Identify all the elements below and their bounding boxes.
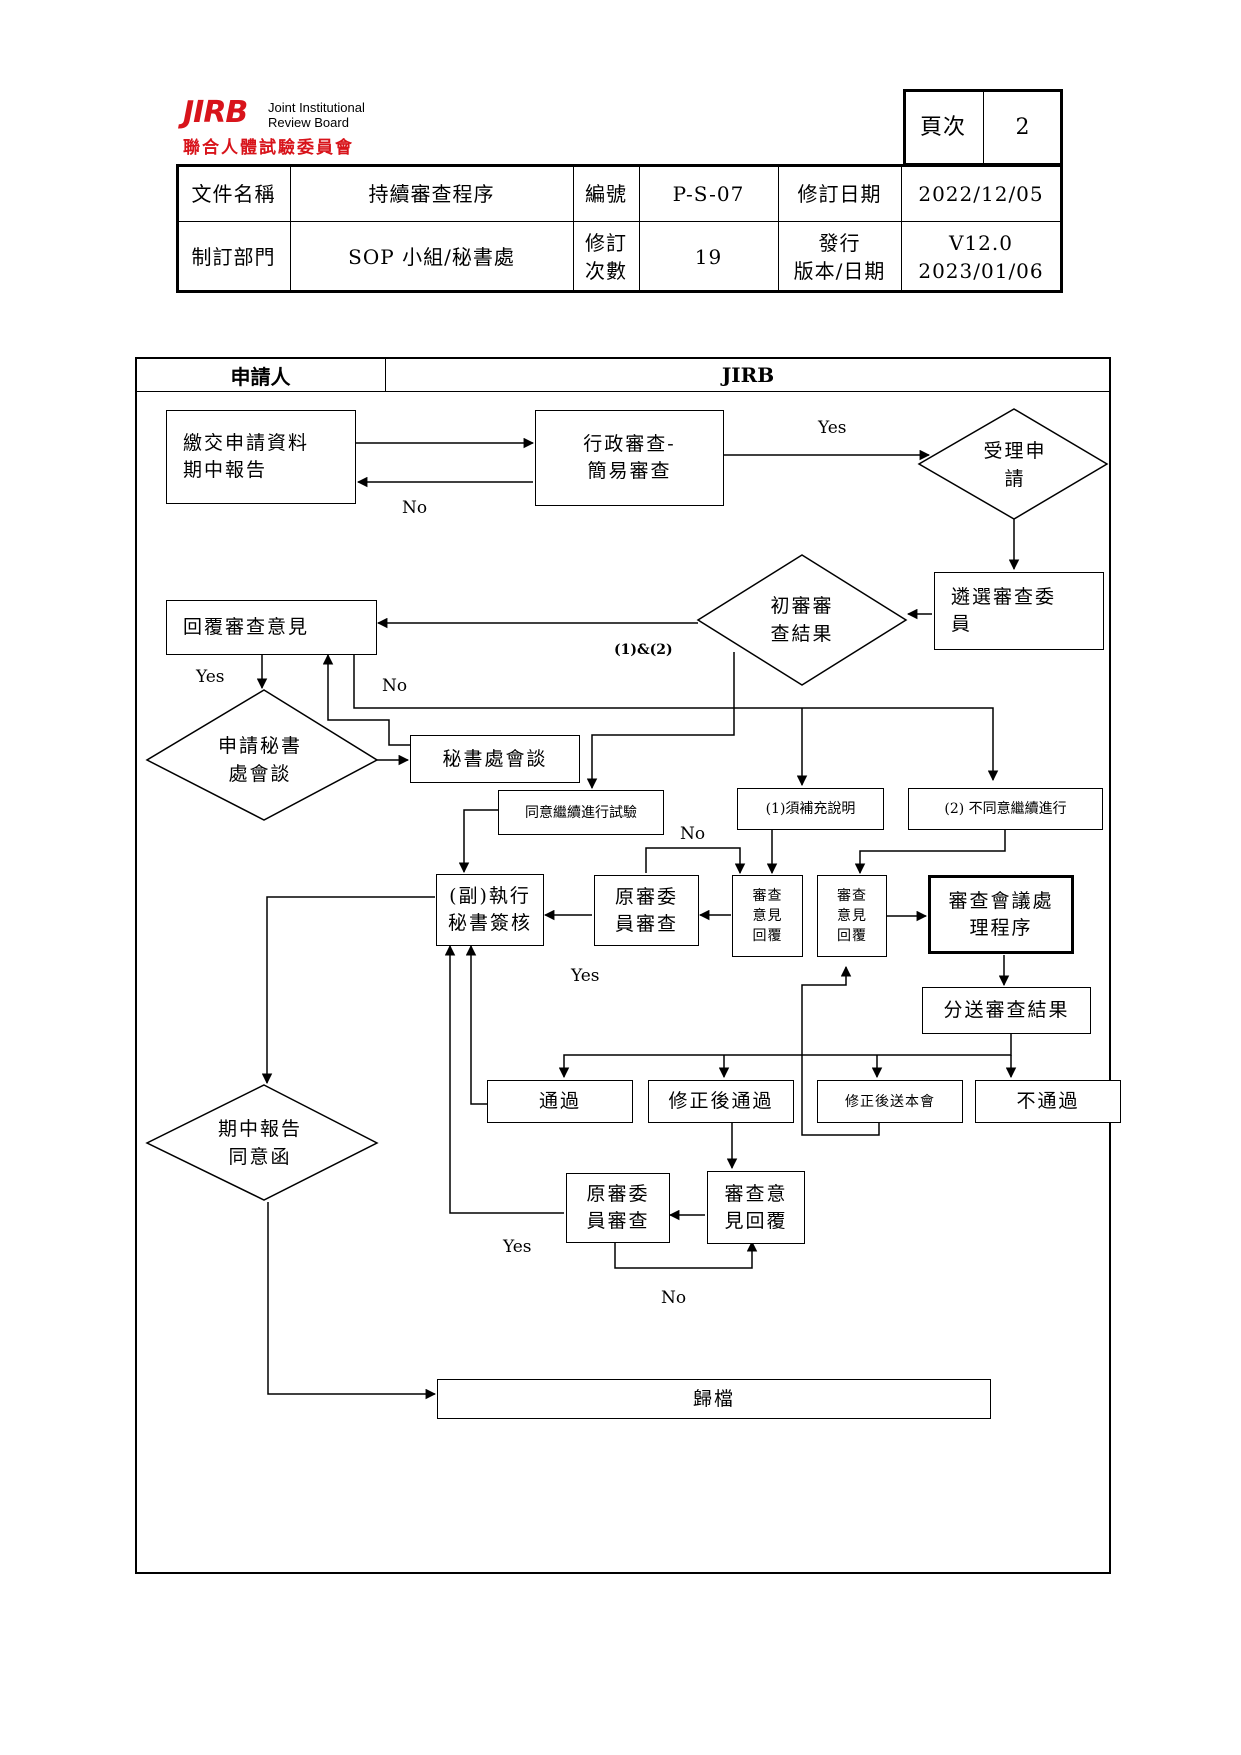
review-comment-reply-box-1: 審查 意見 回覆 (732, 875, 803, 957)
resubmit-after-revision-box: 修正後送本會 (817, 1080, 963, 1123)
flowchart-frame (135, 357, 1111, 1574)
dept: SOP 小組/秘書處 (348, 244, 515, 269)
revision-count: 19 (694, 244, 723, 269)
approved-box: 通過 (487, 1080, 633, 1123)
lane-jirb-header: JIRB (721, 363, 775, 387)
admin-review-box: 行政審查- 簡易審查 (535, 410, 724, 506)
number-label: 編號 (585, 181, 627, 206)
label-no-return: No (402, 498, 428, 518)
apply-meeting-diamond (145, 689, 379, 821)
document-header-table (176, 164, 1063, 293)
label-no-reviewer-2: No (661, 1288, 687, 1308)
release-label: 發行 版本/日期 (793, 230, 886, 283)
label-no-meeting: No (382, 676, 408, 696)
label-no-reviewer-1: No (680, 824, 706, 844)
archive-box: 歸檔 (437, 1379, 991, 1419)
doc-name-label: 文件名稱 (191, 181, 276, 206)
reply-review-comments-box: 回覆審查意見 (166, 600, 377, 655)
jirb-logo-mark: JIRB (183, 95, 248, 130)
select-reviewers-box: 遴選審查委 員 (934, 572, 1104, 650)
label-1-and-2: (1)&(2) (614, 642, 673, 658)
doc-number: P-S-07 (672, 181, 745, 206)
not-approved-box: 不通過 (975, 1080, 1121, 1123)
original-reviewer-review-box-2: 原審委 員審查 (566, 1173, 670, 1243)
disagree-continue-box: (2) 不同意繼續進行 (908, 788, 1103, 830)
initial-result-diamond (696, 554, 908, 686)
interim-approval-diamond (145, 1084, 379, 1201)
review-comment-reply-box-3: 審查意 見回覆 (707, 1171, 805, 1244)
page-label: 頁次 (919, 114, 966, 140)
original-reviewer-review-box-1: 原審委 員審查 (594, 875, 699, 946)
exec-secretary-signoff-box: (副)執行 秘書簽核 (436, 874, 544, 946)
doc-name: 持續審查程序 (368, 181, 495, 206)
logo-english-line1: Joint Institutional (268, 100, 365, 115)
approved-after-revision-box: 修正後通過 (648, 1080, 794, 1123)
label-yes-reviewer-1: Yes (571, 966, 600, 986)
initial-review-result-diamond: 初審審 查結果 (770, 595, 834, 645)
label-yes-reviewer-2: Yes (503, 1237, 532, 1257)
revision-date-label: 修訂日期 (797, 181, 882, 206)
page-number: 2 (1015, 114, 1031, 140)
logo-english-line2: Review Board (268, 115, 349, 130)
interim-report-approval-diamond: 期中報告 同意函 (217, 1118, 302, 1168)
send-review-result-box: 分送審查結果 (922, 987, 1091, 1034)
label-yes-meeting: Yes (196, 667, 225, 687)
label-yes-accept: Yes (818, 418, 847, 438)
logo-chinese-name: 聯合人體試驗委員會 (183, 138, 354, 158)
lane-applicant-header: 申請人 (230, 364, 291, 389)
board-meeting-procedure-box: 審查會議處 理程序 (928, 875, 1074, 954)
submit-documents-box: 繳交申請資料 期中報告 (166, 410, 356, 504)
agree-continue-trial-box: 同意繼續進行試驗 (498, 790, 664, 835)
revision-date: 2022/12/05 (918, 181, 1044, 206)
release-version-date: V12.0 2023/01/06 (918, 230, 1044, 283)
revision-count-label: 修訂 次數 (585, 230, 627, 283)
accept-application-diamond: 受理申 請 (983, 440, 1047, 490)
review-comment-reply-box-2: 審查 意見 回覆 (817, 875, 887, 957)
dept-label: 制訂部門 (191, 244, 276, 269)
secretariat-meeting-box: 秘書處會談 (410, 735, 580, 783)
apply-secretariat-meeting-diamond: 申請秘書 處會談 (217, 735, 302, 785)
need-further-explanation-box: (1)須補充說明 (737, 788, 884, 830)
